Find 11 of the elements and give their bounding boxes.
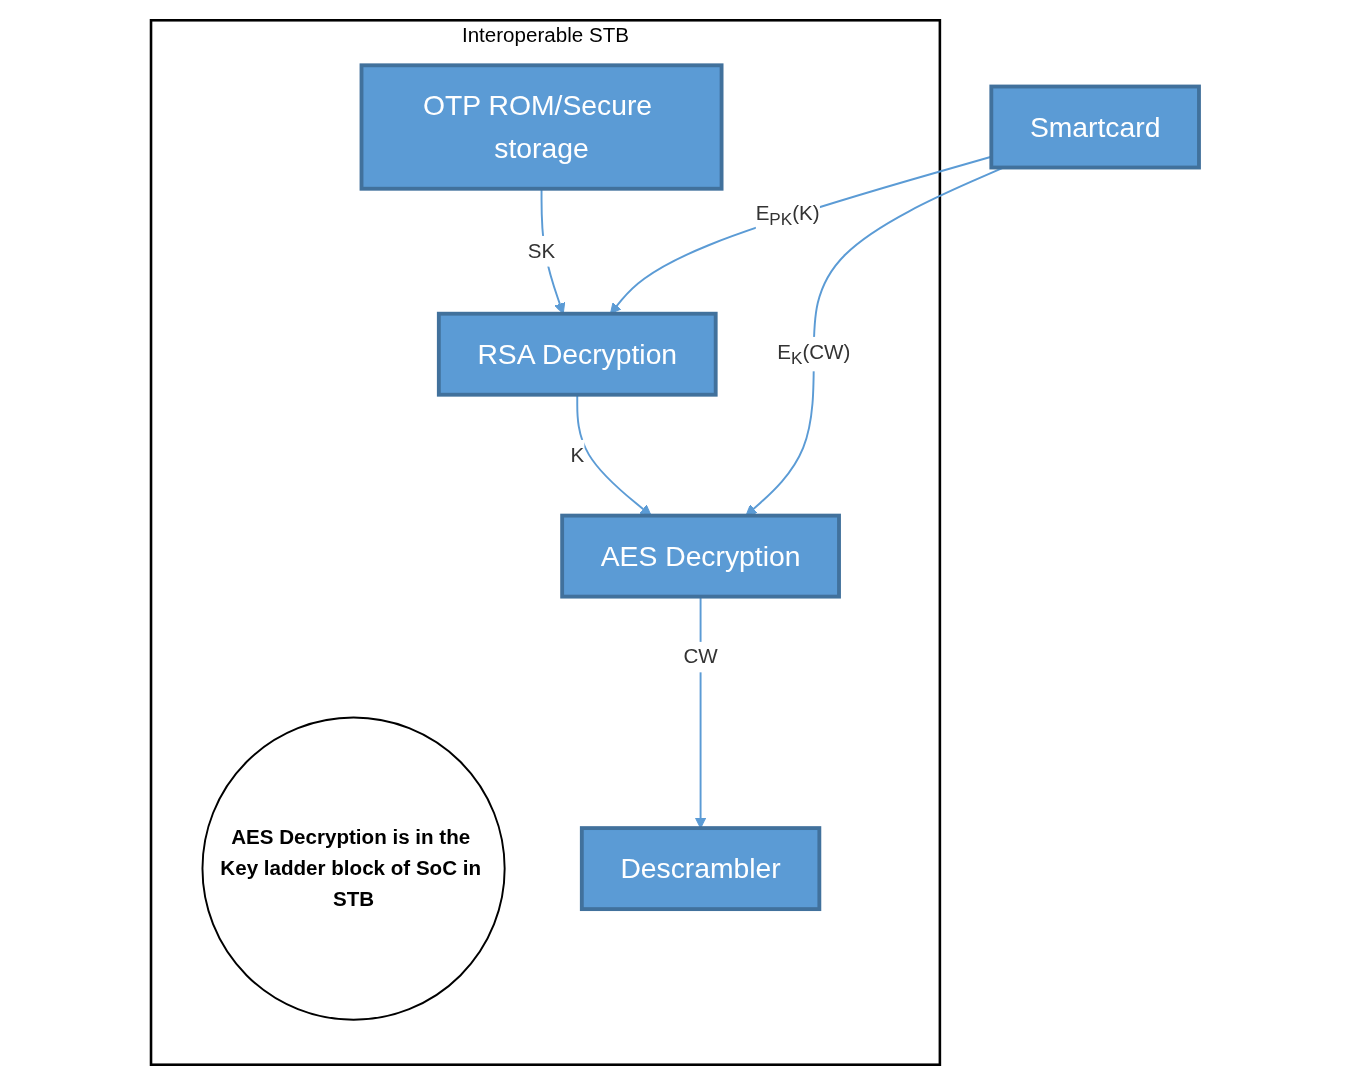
node-box: AES Decryption bbox=[560, 513, 841, 599]
edge-label: CW bbox=[683, 645, 718, 668]
node-box: Descrambler bbox=[579, 826, 822, 912]
node-box: RSA Decryption bbox=[436, 311, 718, 397]
edge-label: E$_{K}$(CW) bbox=[777, 340, 851, 368]
node-box: Smartcard bbox=[989, 84, 1201, 170]
edge-label: E$_{PK}$(K) bbox=[755, 201, 820, 229]
edge-label: SK bbox=[527, 239, 556, 262]
node-box: OTP ROM/Secure storage bbox=[359, 63, 724, 191]
node-circle: AES Decryption is in the Key ladder block of SoC in STB bbox=[201, 716, 506, 1021]
edge-label: K bbox=[570, 443, 585, 466]
